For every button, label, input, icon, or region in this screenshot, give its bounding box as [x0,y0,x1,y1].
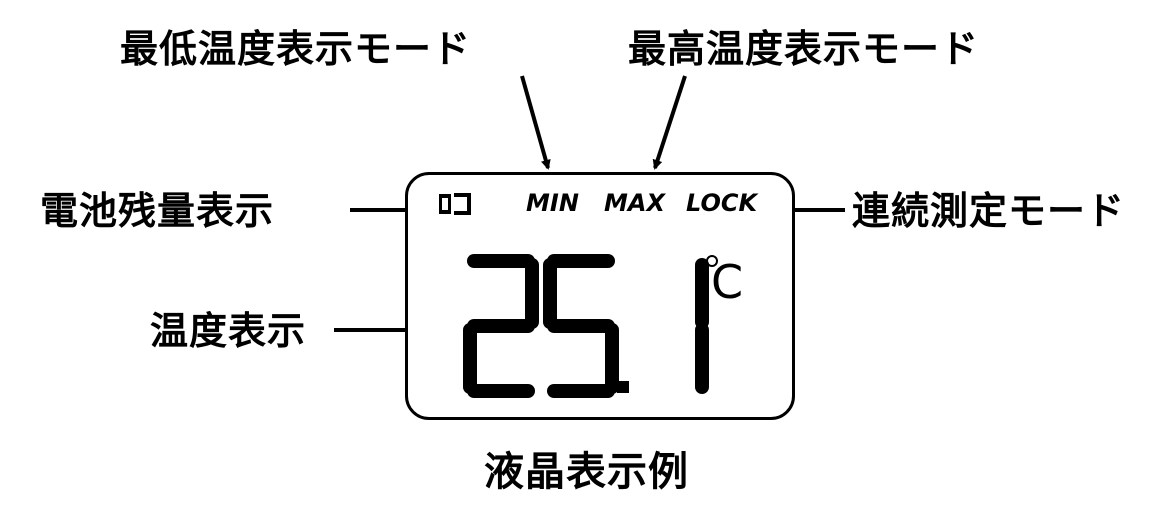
decimal-point [617,381,629,393]
temperature-unit: C [711,255,744,309]
max-mode-label: 最高温度表示モード [628,27,980,71]
min-indicator: MIN [526,189,579,217]
battery-icon [439,193,471,215]
temperature-reading [463,254,709,398]
lock-indicator: LOCK [686,189,758,217]
min-mode-label: 最低温度表示モード [120,27,472,71]
temperature-label: 温度表示 [150,309,307,353]
min-mode-arrow [520,75,551,170]
continuous-mode-label: 連続測定モード [852,189,1126,233]
degree-symbol [706,255,718,267]
lcd-panel: MIN MAX LOCK C [405,172,795,420]
max-indicator: MAX [604,189,665,217]
caption: 液晶表示例 [484,449,689,495]
battery-label: 電池残量表示 [40,189,275,233]
max-mode-arrow [652,75,687,170]
